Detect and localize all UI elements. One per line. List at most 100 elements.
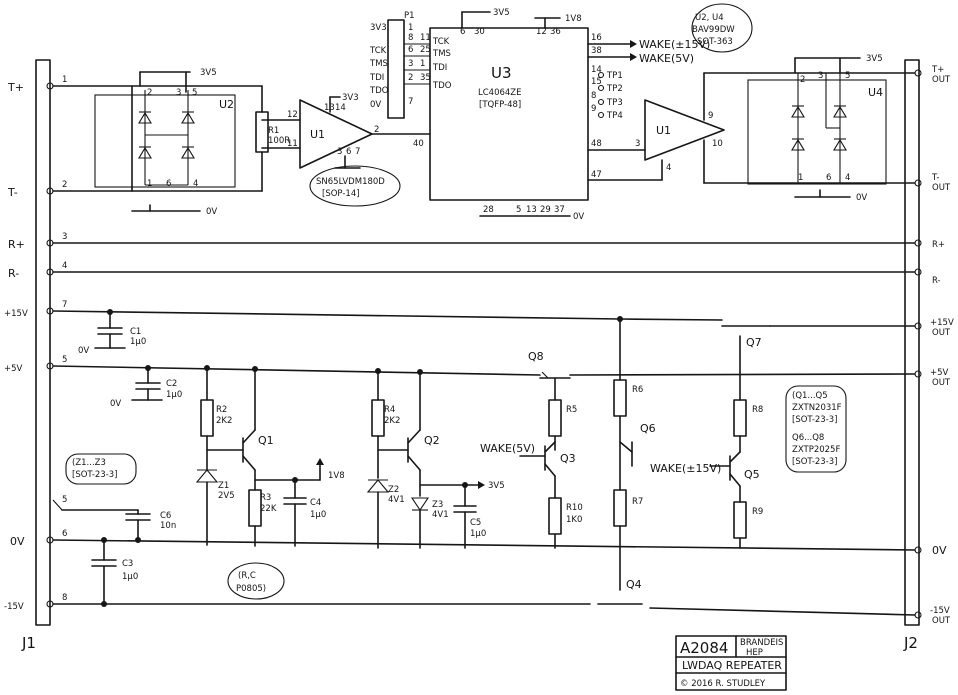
test-point: TP4 (606, 111, 623, 121)
p1-pin-name: TCK (369, 46, 387, 56)
u3-pin: 29 (540, 205, 551, 215)
q4-label: Q4 (626, 578, 642, 591)
power-section: C1 1µ0 0V C2 1µ0 0V C6 10n C3 1µ0 (Z1...… (65, 309, 847, 607)
j1-pin-label: R- (8, 267, 19, 280)
u1-pin: 7 (355, 147, 360, 157)
p1-pin-a: 2 (408, 73, 413, 83)
r2-value: 2K2 (216, 416, 232, 426)
u3-pin: 14 (591, 65, 602, 75)
title-block: A2084 BRANDEIS HEP LWDAQ REPEATER © 2016… (675, 635, 787, 691)
j1-pins: T+ T- R+ R- +15V +5V 0V -15V 1 2 3 4 7 5… (4, 75, 67, 612)
r8-resistor (733, 399, 747, 437)
u4-label: U4 (868, 86, 883, 99)
u3-pin: 16 (591, 33, 602, 43)
j1-pin-num: 1 (62, 75, 67, 85)
u1-driver (644, 99, 725, 161)
j2-pin-label: 0V (932, 544, 947, 557)
rail-label: 3V5 (200, 68, 217, 78)
u3-pin: 5 (516, 205, 521, 215)
wake-5v-input: WAKE(5V) (480, 442, 535, 455)
u3-part: LC4064ZE (478, 88, 522, 98)
p1-pin-name: TDI (369, 73, 384, 83)
u2-pin: 6 (166, 179, 171, 189)
j2-pin-label: +15V (930, 318, 954, 328)
u4-pin: 2 (800, 75, 805, 85)
j2-pin-sub: OUT (932, 183, 951, 193)
u1b-pin: 9 (708, 111, 713, 121)
u3-pin: 15 (591, 77, 602, 87)
r6-resistor (613, 379, 627, 417)
p1-pin-name: TMS (369, 59, 388, 69)
u1b-label: U1 (656, 124, 671, 137)
u3-package: [TQFP-48] (479, 100, 521, 110)
p1-pin-b: 11 (420, 33, 431, 43)
u1-part: SN65LVDM180D (316, 177, 385, 187)
p1-pin-b: 1 (420, 59, 425, 69)
u3-pin: 30 (474, 27, 485, 37)
c4-value: 1µ0 (310, 510, 326, 520)
r4-resistor (371, 399, 385, 437)
u3-jtag-pin: TDO (432, 81, 452, 91)
diode-note-part: BAV99DW (692, 25, 735, 35)
rail-label: 0V (856, 193, 867, 203)
r7-resistor (613, 489, 627, 527)
j1-pin-num: 2 (62, 180, 67, 190)
test-point: TP2 (606, 84, 623, 94)
u1-pin: 6 (346, 147, 351, 157)
p1-pin-a: 3 (408, 59, 413, 69)
j2-pin-label: R- (932, 276, 941, 286)
r9-resistor (733, 501, 747, 539)
r4-label: R4 (384, 405, 395, 415)
p1-pin-b: 25 (420, 45, 431, 55)
q8-label: Q8 (528, 350, 544, 363)
r2-label: R2 (216, 405, 227, 415)
zener-note-package: [SOT-23-3] (72, 470, 118, 480)
z2-label: Z2 (388, 485, 399, 495)
r10-resistor (548, 497, 562, 535)
j2-pin-sub: OUT (932, 75, 951, 85)
j1-pin-num: 3 (62, 232, 67, 242)
j2-pins: T+ OUT T- OUT R+ R- +15V OUT +5V OUT 0V … (914, 65, 954, 626)
c1-label: C1 (130, 327, 141, 337)
u1-pin: 3 (337, 147, 342, 157)
diode-note-package: SOT-363 (697, 37, 733, 47)
u1-receiver (299, 99, 373, 169)
p1-pin-a: 8 (408, 33, 413, 43)
r7-label: R7 (632, 497, 643, 507)
u1-pin: 2 (374, 125, 379, 135)
j2-pin-sub: OUT (932, 616, 951, 626)
j1-pin-num: 7 (62, 300, 67, 310)
r6-label: R6 (632, 385, 643, 395)
q-note: ZXTN2031F (792, 403, 842, 413)
q1-label: Q1 (258, 434, 274, 447)
output-stage: U1 3 4 9 10 U2, U4 BAV99DW SOT-363 3V5 U… (635, 3, 916, 203)
u2-pin: 2 (147, 88, 152, 98)
j1-pin-label: +5V (4, 364, 23, 374)
rail-label: 3V5 (493, 8, 510, 18)
drawing-number: A2084 (680, 639, 728, 657)
u2-pin: 5 (192, 88, 197, 98)
p1-pin-name: 3V3 (370, 23, 387, 33)
u1b-pin: 10 (712, 139, 723, 149)
q3-label: Q3 (560, 452, 576, 465)
r5-label: R5 (566, 405, 577, 415)
connector-j1: J1 (21, 59, 51, 652)
j1-pin-label: T- (7, 186, 18, 199)
u3-label: U3 (491, 64, 512, 82)
j2-pin-label: T+ (931, 65, 944, 75)
r5-resistor (548, 399, 562, 437)
u4-pin: 3 (818, 71, 823, 81)
u3-pin: 36 (550, 27, 561, 37)
c5-value: 1µ0 (470, 529, 486, 539)
u1b-pin: 3 (635, 139, 640, 149)
rail-label: 0V (78, 346, 89, 356)
u3-jtag-pin: TDI (432, 63, 447, 73)
u2-pin: 4 (193, 179, 198, 189)
u1-pin: 11 (287, 139, 298, 149)
j1-label: J1 (21, 634, 36, 652)
j1-pin-num: 5 (62, 495, 67, 505)
j1-pin-num: 5 (62, 355, 67, 365)
r1-value: 100R (268, 136, 290, 146)
u2-pin: 1 (147, 179, 152, 189)
